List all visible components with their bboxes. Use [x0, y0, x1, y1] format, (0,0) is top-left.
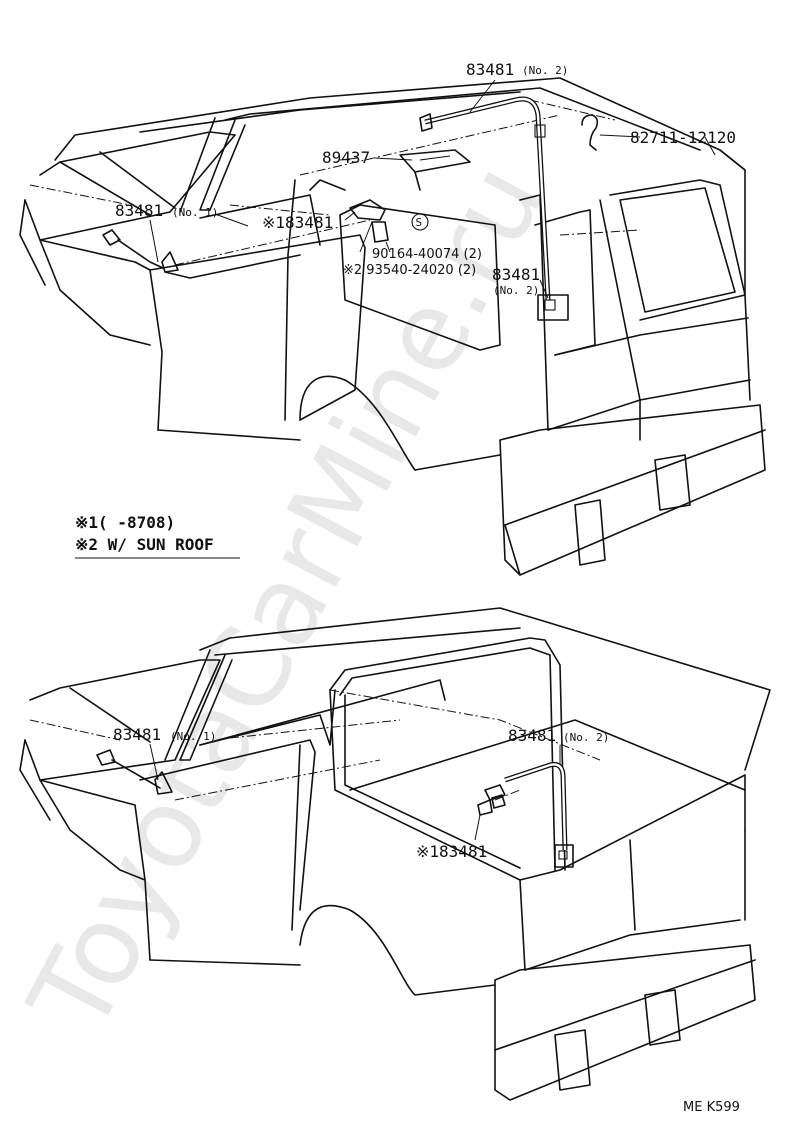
bottom-vehicle-drawing [19, 607, 771, 1101]
legend-note1: ※1( -8708) [75, 513, 175, 532]
label-83481-no2-right: 83481 [492, 265, 540, 284]
label-83481-no2-top-suffix: (No. 2) [522, 64, 568, 77]
label-83481-no2-bottom-suffix: (No. 2) [563, 731, 609, 744]
screw-symbol: S [411, 213, 429, 231]
label-83481-no1-top: 83481 [115, 201, 163, 220]
legend-note2: ※2 W/ SUN ROOF [75, 535, 214, 554]
label-82711-12120: 82711-12120 [630, 128, 736, 147]
footer-code: ME K599 [683, 1100, 740, 1115]
bottom-harness-no2 [474, 745, 574, 868]
label-83481-no1-bottom-suffix: (No. 1) [170, 730, 216, 743]
svg-text:S: S [416, 216, 423, 229]
clip-82711 [581, 114, 716, 156]
label-83481-note1-top: ※183481 [262, 213, 333, 232]
label-83481-no2-right-suffix: (No. 2) [493, 284, 539, 297]
label-83481-no1-top-suffix: (No. 1) [172, 206, 218, 219]
top-harness-no2 [419, 96, 569, 321]
legend: ※1( -8708) ※2 W/ SUN ROOF [75, 513, 240, 559]
label-83481-no1-bottom: 83481 [113, 725, 161, 744]
top-harness-no1 [102, 219, 179, 273]
sunroof-connector [349, 199, 391, 253]
label-93540-24020: ※2 93540-24020 (2) [343, 263, 476, 278]
label-89437: 89437 [322, 148, 370, 167]
top-vehicle-drawing [19, 77, 766, 576]
label-90164-40074: 90164-40074 (2) [372, 247, 482, 262]
label-83481-no2-bottom: 83481 [508, 726, 556, 745]
room-lamp-89437 [339, 149, 471, 191]
label-83481-no2-top: 83481 [466, 60, 514, 79]
bottom-harness-no1 [96, 743, 173, 795]
label-83481-note1-bottom: ※183481 [416, 842, 487, 861]
